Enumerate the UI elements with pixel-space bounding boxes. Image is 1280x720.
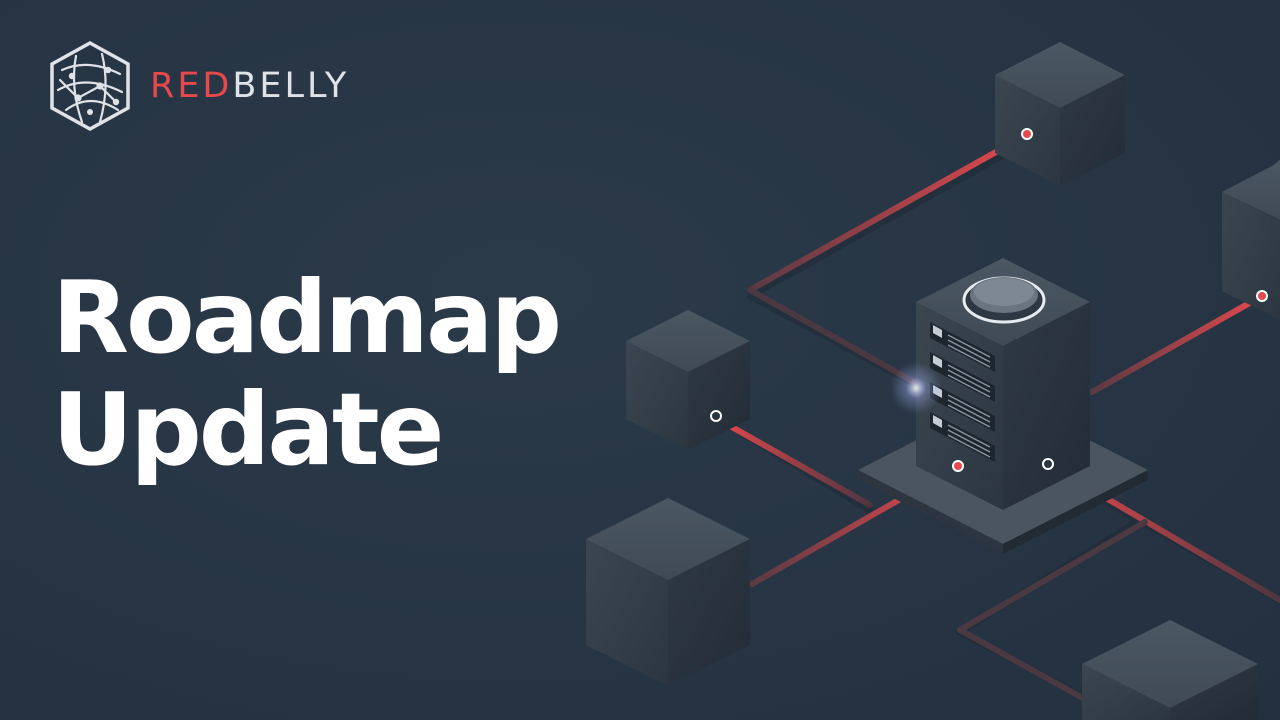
block-top-right: [995, 42, 1125, 186]
headline-line-2: Update: [52, 371, 444, 488]
brand-name-red: RED: [150, 65, 233, 106]
server-tower: [890, 258, 1090, 510]
brand-wordmark: REDBELLY: [150, 65, 350, 106]
block-bottom-left: [586, 498, 750, 686]
headline: Roadmap Update: [52, 259, 562, 488]
headline-line-1: Roadmap: [52, 259, 562, 376]
block-far-right: [1222, 160, 1280, 320]
hexagon-network-logo-icon: [50, 41, 130, 131]
brand: REDBELLY: [48, 40, 349, 132]
block-left-middle: [626, 310, 750, 450]
block-bottom-right: [1082, 620, 1258, 720]
brand-name-light: BELLY: [232, 65, 350, 106]
